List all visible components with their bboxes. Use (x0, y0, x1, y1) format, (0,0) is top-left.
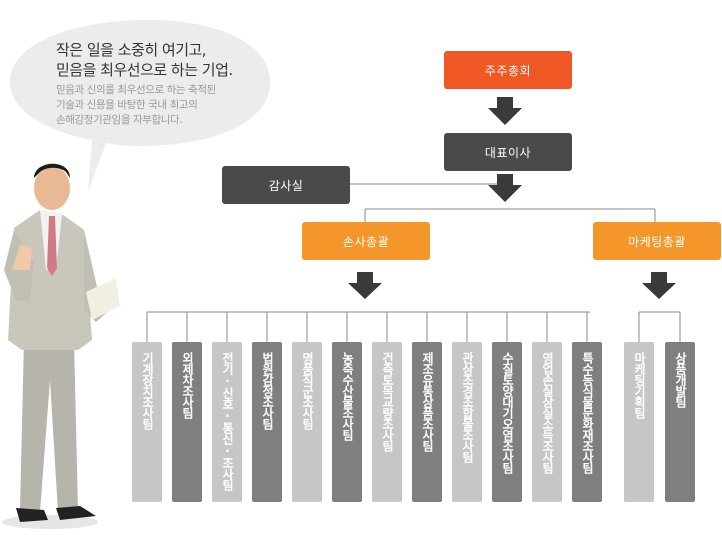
claims-team-label: 농축수산물조사팀 (340, 352, 355, 440)
marketing-team-1: 마케팅기획팀 (624, 342, 654, 502)
marketing-team-label: 마케팅기획팀 (632, 352, 647, 418)
audit-box: 감사실 (222, 166, 350, 204)
sub-line-1: 믿음과 신의를 최우선으로 하는 축적된 (56, 84, 216, 96)
sub-line-3: 손해감정기관임을 자부합니다. (56, 114, 183, 126)
claims-team-label: 관상조경조합물조사팀 (460, 352, 475, 462)
marketing-division-label: 마케팅총괄 (628, 234, 686, 249)
claims-team-9: 관상조경조합물조사팀 (452, 342, 482, 502)
claims-team-7: 건축토목교량조사팀 (372, 342, 402, 502)
headline-line-1: 작은 일을 소중히 여기고, (56, 41, 207, 59)
claims-team-label: 영업손실상실소득조사팀 (540, 352, 555, 473)
claims-team-10: 수질토양대기오염조사팀 (492, 342, 522, 502)
claims-team-12: 특수동식물문화재조사팀 (572, 342, 602, 502)
audit-label: 감사실 (268, 178, 304, 193)
marketing-team-label: 상품개발팀 (673, 352, 688, 407)
claims-team-3: 전기·신호·통신·조사팀 (212, 342, 242, 502)
claims-division-box: 손사총괄 (302, 222, 430, 260)
claims-team-label: 명품직군조사팀 (300, 352, 315, 429)
speech-bubble (10, 19, 271, 193)
claims-team-5: 명품직군조사팀 (292, 342, 322, 502)
claims-team-label: 건축토목교량조사팀 (380, 352, 395, 451)
claims-team-label: 제조유통상품조사팀 (420, 352, 435, 451)
claims-team-2: 외제차조사팀 (172, 342, 202, 502)
bubble-text: 작은 일을 소중히 여기고, 믿음을 최우선으로 하는 기업. 믿음과 신의를 … (56, 40, 276, 128)
claims-team-label: 수질토양대기오염조사팀 (500, 352, 515, 473)
ceo-label: 대표이사 (484, 145, 532, 160)
sub-line-2: 기술과 신용을 바탕한 국내 최고의 (56, 99, 198, 111)
ceo-box: 대표이사 (444, 133, 572, 171)
claims-team-label: 전기·신호·통신·조사팀 (220, 352, 235, 490)
shareholders-box: 주주총회 (444, 51, 572, 89)
claims-team-label: 외제차조사팀 (180, 352, 195, 418)
claims-team-4: 법원감정조사팀 (252, 342, 282, 502)
claims-team-label: 특수동식물문화재조사팀 (580, 352, 595, 473)
claims-team-1: 기계장치조사팀 (132, 342, 162, 502)
claims-team-11: 영업손실상실소득조사팀 (532, 342, 562, 502)
claims-team-label: 기계장치조사팀 (140, 352, 155, 429)
claims-team-6: 농축수산물조사팀 (332, 342, 362, 502)
shareholders-label: 주주총회 (484, 63, 532, 78)
claims-team-label: 법원감정조사팀 (260, 352, 275, 429)
businessman-image (2, 163, 120, 529)
marketing-division-box: 마케팅총괄 (593, 222, 721, 260)
headline-line-2: 믿음을 최우선으로 하는 기업. (56, 61, 233, 79)
claims-division-label: 손사총괄 (342, 234, 390, 249)
claims-team-8: 제조유통상품조사팀 (412, 342, 442, 502)
marketing-team-2: 상품개발팀 (665, 342, 695, 502)
arrow-icon (348, 97, 676, 299)
